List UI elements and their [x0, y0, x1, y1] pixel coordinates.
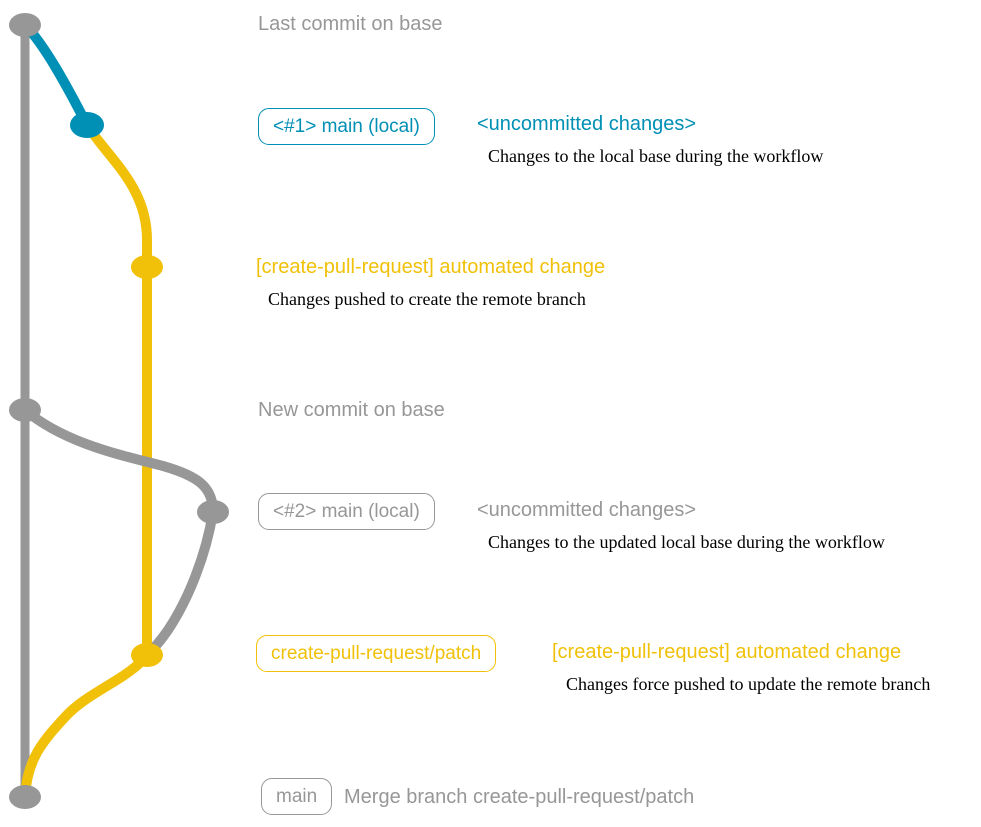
annotation-updated-local-base: Changes to the updated local base during…	[488, 532, 885, 552]
status-uncommitted-changes-2: <uncommitted changes>	[477, 499, 697, 521]
annotation-force-pushed: Changes force pushed to update the remot…	[566, 674, 931, 694]
commit-dot-local-head2	[197, 500, 229, 524]
branch-badge-main-local-1: <#1> main (local)	[258, 108, 435, 145]
commit-dot-merge	[9, 785, 41, 809]
commit-dot-local-head1	[70, 112, 104, 138]
commit-dot-patch-2	[131, 643, 163, 667]
branch-badge-patch: create-pull-request/patch	[256, 635, 497, 672]
status-uncommitted-changes-1: <uncommitted changes>	[477, 113, 697, 135]
commit-message-new-commit: New commit on base	[258, 399, 445, 421]
commit-message-automated-change-1: [create-pull-request] automated change	[256, 256, 606, 278]
local-main-branch-curve	[20, 20, 92, 130]
commit-message-merge: Merge branch create-pull-request/patch	[344, 786, 695, 808]
patch-branch-line	[82, 120, 152, 660]
annotation-pushed-create: Changes pushed to create the remote bran…	[268, 289, 586, 309]
commit-message-automated-change-2: [create-pull-request] automated change	[552, 641, 902, 663]
annotation-local-base: Changes to the local base during the wor…	[488, 146, 824, 166]
local-head2-to-patch-curve	[142, 507, 218, 660]
patch-merge-curve	[20, 650, 152, 802]
branch-badge-main: main	[261, 778, 333, 815]
commit-dot-last-base	[9, 13, 41, 37]
commit-dot-new-base	[9, 398, 41, 422]
branch-badge-main-local-2: <#2> main (local)	[258, 493, 435, 530]
base-to-local-head2-curve	[20, 405, 218, 517]
commit-dot-patch-1	[131, 255, 163, 279]
commit-message-last-commit: Last commit on base	[258, 13, 443, 35]
